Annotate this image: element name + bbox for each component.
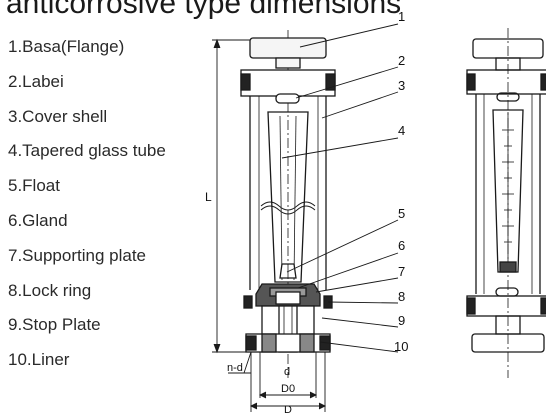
callout-8: 8 bbox=[398, 289, 405, 304]
callout-5: 5 bbox=[398, 206, 405, 221]
callout-2: 2 bbox=[398, 53, 405, 68]
bottom-flange bbox=[245, 333, 331, 353]
dimension-hole-label: n-d bbox=[227, 362, 243, 374]
legend-item-label: 2.Labei bbox=[8, 71, 64, 91]
legend-item-tapered-glass-tube: 4.Tapered glass tube bbox=[8, 141, 166, 161]
callout-4: 4 bbox=[398, 123, 405, 138]
diagram-title: anticorrosive type dimensions bbox=[6, 0, 402, 20]
callout-3: 3 bbox=[398, 78, 405, 93]
flange-dimensions bbox=[228, 351, 327, 412]
dimension-bore-label: d bbox=[284, 366, 290, 378]
float bbox=[279, 263, 297, 279]
gland-assembly bbox=[243, 283, 333, 309]
legend-item-supporting-plate: 7.Supporting plate bbox=[8, 245, 146, 265]
tapered-glass-tube bbox=[260, 111, 316, 283]
side-view bbox=[466, 28, 546, 378]
legend-item-base-flange: 1.Basa(Flange) bbox=[8, 37, 125, 56]
top-flange bbox=[240, 37, 336, 97]
callout-9: 9 bbox=[398, 313, 405, 328]
callout-leaders bbox=[281, 23, 399, 353]
legend-item-liner: 10.Liner bbox=[8, 350, 70, 370]
legend-item-lock-ring: 8.Lock ring bbox=[8, 280, 92, 300]
label-plate bbox=[275, 93, 300, 104]
dimension-flange-diameter-label: D bbox=[284, 404, 292, 416]
callout-10: 10 bbox=[394, 339, 408, 354]
legend-item-stop-plate: 9.Stop Plate bbox=[8, 315, 101, 335]
front-view bbox=[212, 23, 399, 412]
callout-1: 1 bbox=[398, 9, 405, 24]
legend-item-gland: 6.Gland bbox=[8, 210, 68, 230]
parts-legend: 1.Basa(Flange) 2.Labei 3.Cover shell 4.T… bbox=[8, 34, 166, 382]
callout-7: 7 bbox=[398, 264, 405, 279]
callout-6: 6 bbox=[398, 238, 405, 253]
side-scale-window bbox=[492, 109, 524, 273]
legend-item-float: 5.Float bbox=[8, 176, 60, 196]
dimension-length-label: L bbox=[205, 190, 212, 204]
legend-item-cover-shell: 3.Cover shell bbox=[8, 106, 108, 126]
dimension-pitch-diameter-label: D0 bbox=[281, 383, 295, 395]
length-dimension bbox=[212, 38, 250, 354]
